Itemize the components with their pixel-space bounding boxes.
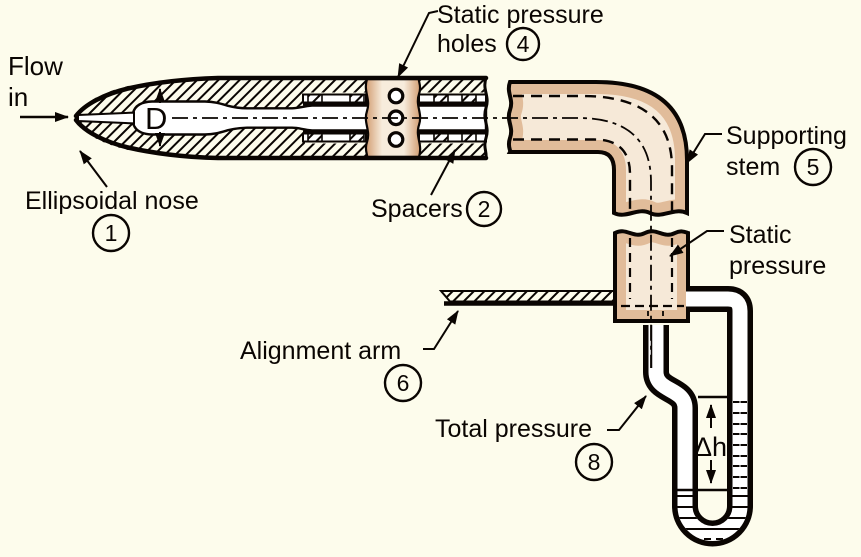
leader-arm	[423, 310, 459, 350]
leader-static-tap	[669, 230, 724, 257]
nose-callout-circle	[91, 213, 131, 253]
diameter-label: D	[145, 101, 167, 136]
holes-callout-number: 4	[517, 31, 530, 57]
stem-block-hidden-lines	[621, 238, 684, 320]
leader-total	[607, 395, 647, 431]
arm-callout-number: 6	[397, 370, 410, 396]
nose-callout-number: 1	[105, 220, 118, 246]
probe-outer-wall-top	[73, 75, 489, 119]
outer-wall-hatch	[419, 80, 486, 93]
spacer-blocks	[307, 93, 477, 143]
leader-nose	[79, 150, 108, 188]
static-tap-label-line1: Static	[729, 221, 792, 249]
flow-label-line1: Flow	[8, 51, 63, 81]
leader-lines	[79, 10, 724, 431]
probe-outer-wall-bottom	[73, 117, 489, 161]
stem-callout-number: 5	[807, 154, 820, 180]
spacers-callout-circle	[465, 190, 503, 228]
stem-block	[613, 229, 690, 323]
spacers-callout-number: 2	[478, 196, 491, 222]
leader-stem	[686, 133, 722, 164]
nose-label: Ellipsoidal nose	[25, 187, 199, 215]
static-pressure-holes	[387, 87, 405, 148]
static-tap-label-line2: pressure	[729, 252, 826, 280]
stem-hidden-lines	[513, 94, 674, 211]
probe-break-edge	[483, 77, 489, 159]
flow-label-line2: in	[8, 82, 28, 112]
manometer-tube-bore	[648, 291, 748, 541]
leader-holes	[397, 10, 439, 78]
stem-label-line2: stem	[726, 153, 780, 181]
arm-callout-circle	[383, 363, 423, 403]
stem-callout-circle	[793, 147, 833, 187]
total-callout-circle	[574, 442, 614, 482]
labels: Flow in D Ellipsoidal nose 1 Static pres…	[8, 1, 847, 482]
total-label: Total pressure	[435, 415, 592, 443]
stem-label-line1: Supporting	[726, 122, 847, 150]
scale-ticks	[733, 401, 747, 489]
spacers-label: Spacers	[371, 195, 463, 223]
centerline	[172, 117, 652, 368]
holes-callout-circle	[505, 26, 541, 62]
nose-tip-bore	[77, 111, 135, 125]
stem-block-outline	[613, 229, 690, 323]
outer-wall-hatch	[303, 143, 366, 156]
holes-label-line2: holes	[437, 30, 497, 58]
total-callout-number: 8	[588, 449, 601, 475]
outer-wall-hatch	[303, 80, 366, 93]
static-annulus	[302, 93, 367, 104]
supporting-stem-elbow	[506, 80, 689, 217]
probe-body	[73, 75, 489, 161]
leader-spacers	[430, 149, 456, 196]
arm-label: Alignment arm	[240, 337, 401, 365]
alignment-arm	[438, 290, 618, 306]
manometer-tube-casing	[643, 286, 753, 547]
manometer: Δh	[643, 286, 758, 547]
static-annulus	[302, 132, 367, 143]
delta-h-label: Δh	[694, 432, 727, 462]
manometer-fluid	[668, 401, 758, 540]
holes-label-line1: Static pressure	[437, 1, 604, 29]
